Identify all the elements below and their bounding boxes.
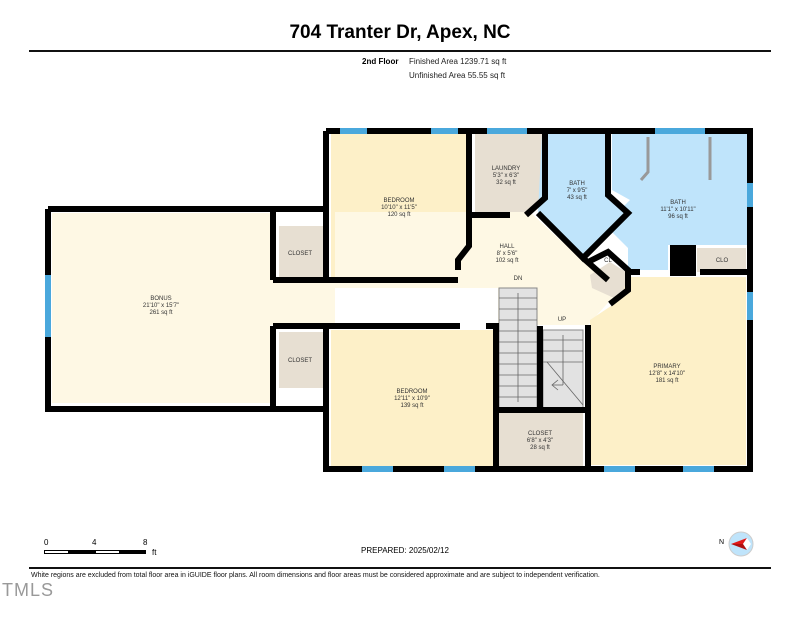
stairs-up-label: UP [558, 317, 566, 323]
closet-top-label: CLOSET [288, 251, 312, 257]
header-divider [29, 50, 771, 52]
bedroom2-label: BEDROOM [396, 389, 427, 395]
footer-divider [29, 567, 771, 569]
closet-top [279, 226, 323, 278]
bonus-label: BONUS [150, 296, 171, 302]
compass-north-label: N [719, 539, 724, 546]
finished-area: Finished Area 1239.71 sq ft [409, 57, 507, 66]
scale-bar: 0 4 8 ft [44, 538, 164, 562]
bath2-area: 96 sq ft [668, 214, 688, 220]
compass-needle-icon [731, 538, 747, 544]
scale-tick-4: 4 [92, 538, 97, 547]
hall-area: 102 sq ft [495, 258, 518, 264]
stairs-down-label: DN [514, 276, 523, 282]
hall [335, 212, 615, 325]
laundry-label: LAUNDRY [492, 166, 521, 172]
brand-logo: TMLS [2, 580, 55, 600]
scale-tick-8: 8 [143, 538, 148, 547]
wall-pillar [670, 245, 696, 276]
bedroom2-dims: 12'11" x 10'9" [394, 396, 430, 402]
bath-partition [639, 137, 650, 181]
bedroom-2 [331, 330, 496, 466]
floor-label: 2nd Floor [362, 57, 399, 66]
primary-dims: 12'8" x 14'10" [649, 371, 685, 377]
laundry-area: 32 sq ft [496, 180, 516, 186]
compass: N [717, 530, 757, 560]
bonus-area: 261 sq ft [149, 310, 172, 316]
scale-tick-0: 0 [44, 538, 49, 547]
clo-closet [697, 248, 746, 272]
bedroom2-area: 139 sq ft [400, 403, 423, 409]
closet-bottom [279, 332, 323, 388]
bonus-dims: 21'10" x 15'7" [143, 303, 179, 309]
disclaimer: White regions are excluded from total fl… [31, 572, 600, 579]
bath-2 [605, 134, 750, 270]
hall-label: HALL [499, 244, 515, 250]
hall-dims: 8' x 5'6" [497, 251, 518, 257]
closet-small [499, 413, 583, 466]
bath1-area: 43 sq ft [567, 195, 587, 201]
primary-area: 181 sq ft [655, 378, 678, 384]
closet-small-label: CLOSET [528, 431, 552, 437]
bath2-dims: 11'1" x 10'11" [660, 207, 695, 213]
bath-1 [538, 134, 625, 255]
laundry-dims: 5'3" x 6'3" [493, 173, 519, 179]
prepared-date: PREPARED: 2025/02/12 [361, 546, 449, 555]
bedroom1-area: 120 sq ft [387, 212, 410, 218]
closet-small-area: 28 sq ft [530, 445, 550, 451]
clo-label: CLO [716, 258, 729, 264]
bonus-hallway [270, 280, 335, 325]
property-address-title: 704 Tranter Dr, Apex, NC [289, 22, 511, 43]
stairs-down [498, 287, 538, 409]
bath1-dims: 7' x 9'5" [567, 188, 588, 194]
bath2-label: BATH [670, 200, 686, 206]
bedroom1-dims: 10'10" x 11'5" [381, 205, 417, 211]
closet-bottom-label: CLOSET [288, 358, 312, 364]
scale-unit: ft [152, 548, 157, 557]
closet-small-dims: 6'8" x 4'3" [527, 438, 553, 444]
stairs-up [542, 329, 584, 409]
bonus-room [52, 213, 270, 403]
laundry-room [475, 134, 542, 212]
bath1-label: BATH [569, 181, 585, 187]
unfinished-area: Unfinished Area 55.55 sq ft [409, 71, 506, 80]
bedroom1-label: BEDROOM [383, 198, 414, 204]
primary-label: PRIMARY [653, 364, 680, 370]
cl-label: CL [604, 258, 612, 264]
primary-bedroom [590, 277, 746, 465]
windows [45, 128, 753, 472]
